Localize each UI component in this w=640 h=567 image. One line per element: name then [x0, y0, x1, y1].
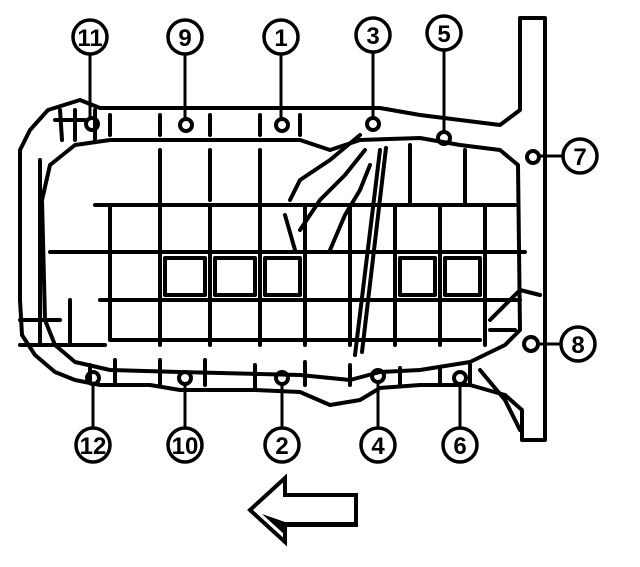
bolt-hole-3 [365, 116, 381, 132]
svg-text:8: 8 [571, 332, 584, 359]
callout-8: 8 [559, 325, 597, 363]
callout-11: 11 [71, 18, 109, 56]
right-extension [478, 288, 542, 432]
bolt-hole-6 [452, 370, 468, 386]
pickup-cutaway [283, 133, 388, 357]
oil-pan-drawing [18, 16, 547, 442]
pan-left-end [18, 108, 107, 347]
svg-text:4: 4 [371, 433, 385, 460]
bolt-hole-2 [274, 370, 290, 386]
rear-rail [73, 108, 302, 142]
bolt-hole-7 [525, 149, 541, 165]
baffle-ribs [48, 143, 527, 347]
svg-text:2: 2 [275, 433, 288, 460]
callout-5: 5 [425, 14, 463, 52]
callout-7: 7 [561, 137, 599, 175]
svg-text:6: 6 [453, 433, 466, 460]
callout-2: 2 [263, 426, 301, 464]
svg-text:9: 9 [178, 25, 191, 52]
callout-1: 1 [262, 18, 300, 56]
svg-text:7: 7 [573, 144, 586, 171]
bolt-hole-10 [177, 370, 193, 386]
callouts: 11 9 1 3 5 7 8 12 10 2 4 6 [71, 14, 599, 464]
bolt-hole-8 [522, 335, 540, 353]
callout-9: 9 [166, 18, 204, 56]
front-direction-arrow-icon [247, 473, 358, 547]
svg-text:12: 12 [80, 433, 107, 460]
callout-leaders [88, 50, 563, 428]
baffle-cells [163, 256, 482, 297]
callout-12: 12 [74, 426, 112, 464]
bolt-hole-4 [370, 368, 386, 384]
callout-4: 4 [359, 426, 397, 464]
svg-text:3: 3 [366, 23, 379, 50]
pan-inner-rim [40, 136, 522, 382]
bolt-hole-11 [84, 116, 100, 132]
bolt-hole-5 [436, 130, 452, 146]
callout-10: 10 [166, 426, 204, 464]
svg-text:1: 1 [274, 25, 287, 52]
bolt-hole-9 [178, 117, 194, 133]
svg-text:5: 5 [437, 21, 450, 48]
bolt-hole-12 [85, 370, 101, 386]
pan-flange-outline [18, 16, 547, 442]
bolt-hole-1 [274, 117, 290, 133]
callout-3: 3 [354, 16, 392, 54]
svg-text:10: 10 [172, 433, 199, 460]
callout-6: 6 [441, 426, 479, 464]
svg-text:11: 11 [77, 25, 102, 52]
